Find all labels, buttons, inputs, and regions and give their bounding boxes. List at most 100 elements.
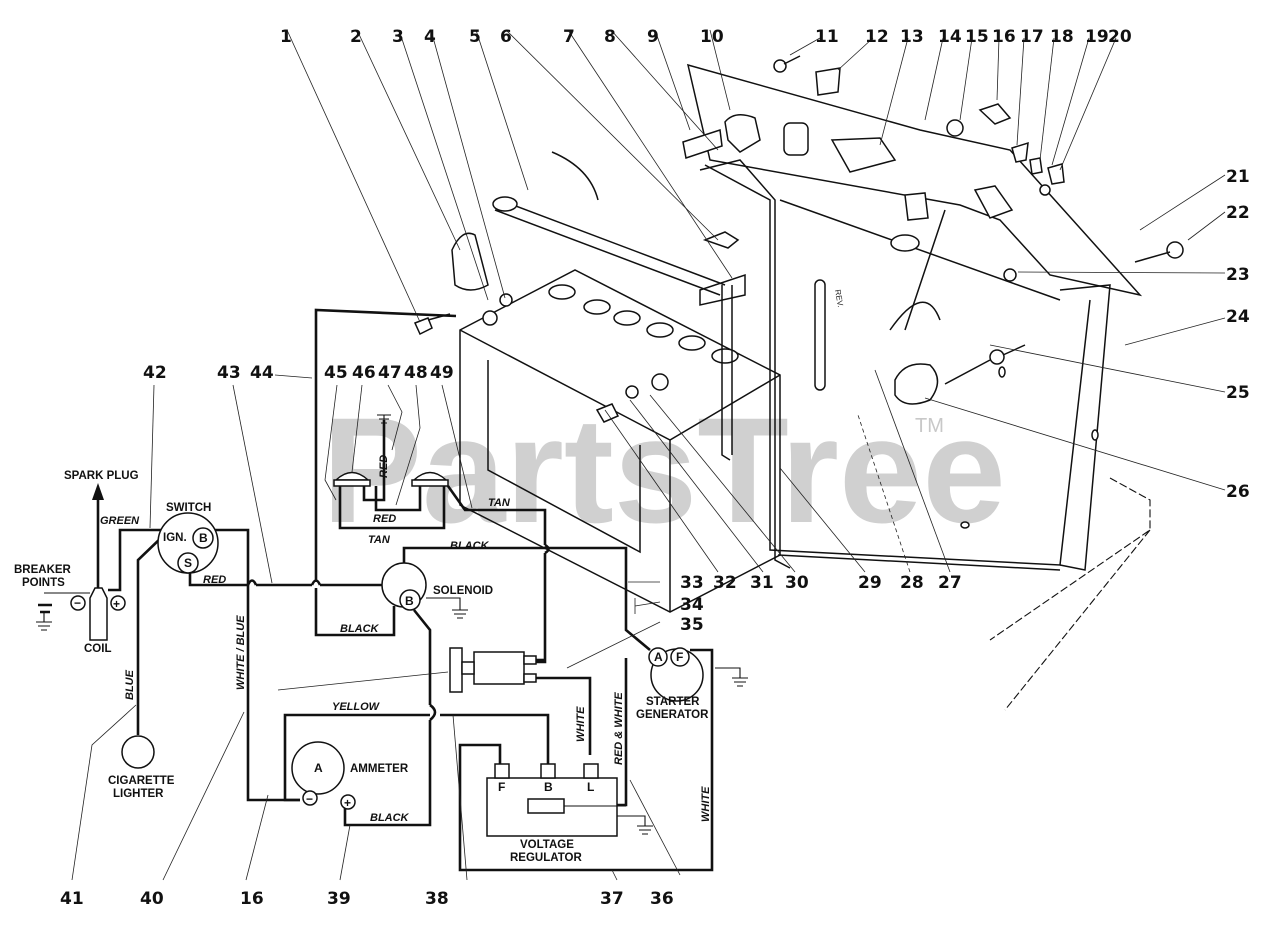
callout-14: 14 xyxy=(938,27,962,47)
callout-22: 22 xyxy=(1226,203,1250,223)
callout-10: 10 xyxy=(700,27,724,47)
callout-42: 42 xyxy=(143,363,167,383)
cigarette-lighter xyxy=(121,735,155,769)
svg-text:REV.: REV. xyxy=(833,289,845,308)
callout-21: 21 xyxy=(1226,167,1250,187)
callout-20: 20 xyxy=(1108,27,1132,47)
callout-2: 2 xyxy=(350,27,362,47)
callout-19: 19 xyxy=(1085,27,1109,47)
callout-16-top: 16 xyxy=(992,27,1016,47)
callout-44: 44 xyxy=(250,363,274,383)
voltage-regulator xyxy=(486,763,618,837)
label-switch-ign: IGN. xyxy=(163,532,187,544)
callout-3: 3 xyxy=(392,27,404,47)
callout-11: 11 xyxy=(815,27,839,47)
callout-1: 1 xyxy=(280,27,292,47)
label-vr-l: L xyxy=(587,780,594,794)
wire-label-black-top: BLACK xyxy=(450,540,490,552)
dash-panel-assembly: REV. xyxy=(682,55,1184,711)
lamp-right xyxy=(411,471,449,487)
callout-33: 33 xyxy=(680,573,704,593)
label-switch-b: B xyxy=(199,531,208,545)
callout-6: 6 xyxy=(500,27,512,47)
callout-48: 48 xyxy=(404,363,428,383)
terminal-bolt-1 xyxy=(413,313,451,336)
callout-9: 9 xyxy=(647,27,659,47)
callout-43: 43 xyxy=(217,363,241,383)
battery-assembly xyxy=(413,151,781,613)
callout-24: 24 xyxy=(1226,307,1250,327)
label-breaker-points-1: BREAKER xyxy=(14,564,72,576)
wire-labels: GREEN RED BLUE WHITE / BLUE RED RED TAN … xyxy=(100,455,712,824)
callout-34: 34 xyxy=(680,595,704,615)
starter-generator xyxy=(648,647,704,702)
label-spark-plug: SPARK PLUG xyxy=(64,470,139,482)
label-vr-f: F xyxy=(498,780,505,794)
callout-16: 16 xyxy=(240,889,264,909)
ignition-coil xyxy=(89,587,108,641)
label-ammeter: AMMETER xyxy=(350,763,409,775)
callout-30: 30 xyxy=(785,573,809,593)
wire-label-red-lamp: RED xyxy=(373,513,396,525)
label-ammeter-minus: − xyxy=(306,792,313,806)
label-ammeter-a: A xyxy=(314,761,323,775)
callout-49: 49 xyxy=(430,363,454,383)
label-coil-plus: + xyxy=(113,597,120,611)
label-vr-2: REGULATOR xyxy=(510,852,582,864)
callout-13: 13 xyxy=(900,27,924,47)
label-coil-minus: − xyxy=(74,596,81,610)
callout-28: 28 xyxy=(900,573,924,593)
callout-47: 47 xyxy=(378,363,402,383)
callout-5: 5 xyxy=(469,27,481,47)
ammeter xyxy=(291,741,345,795)
label-vr-b: B xyxy=(544,780,553,794)
ignition-key xyxy=(773,55,801,73)
label-solenoid: SOLENOID xyxy=(433,585,493,597)
wire-label-blue: BLUE xyxy=(124,669,136,700)
callout-numbers: 1 2 3 4 5 6 7 8 9 10 11 12 13 14 15 16 1… xyxy=(60,27,1250,909)
wire-label-yellow: YELLOW xyxy=(332,701,381,713)
wire-label-black-ammeter: BLACK xyxy=(370,812,410,824)
watermark-text: PartsTree xyxy=(322,386,1006,554)
label-cigarette-2: LIGHTER xyxy=(113,788,164,800)
callout-38: 38 xyxy=(425,889,449,909)
battery-caps xyxy=(548,284,739,364)
label-switch-s: S xyxy=(184,556,192,570)
leader-lines xyxy=(71,29,1226,881)
wiring-schematic xyxy=(36,308,748,872)
callout-8: 8 xyxy=(604,27,616,47)
connector-16 xyxy=(449,647,537,693)
wire-label-tan-right: TAN xyxy=(488,497,511,509)
callout-23: 23 xyxy=(1226,265,1250,285)
callout-39: 39 xyxy=(327,889,351,909)
wire-label-red-vertical: RED xyxy=(378,455,390,478)
callout-18: 18 xyxy=(1050,27,1074,47)
label-sg-a: A xyxy=(654,650,663,664)
callout-46: 46 xyxy=(352,363,376,383)
callout-40: 40 xyxy=(140,889,164,909)
callout-15: 15 xyxy=(965,27,989,47)
component-labels: SPARK PLUG SWITCH IGN. B S BREAKER POINT… xyxy=(14,470,709,864)
callout-12: 12 xyxy=(865,27,889,47)
callout-37: 37 xyxy=(600,889,624,909)
wire-label-green: GREEN xyxy=(100,515,140,527)
callout-17: 17 xyxy=(1020,27,1044,47)
wire-label-white-right: WHITE xyxy=(700,786,712,822)
wire-label-white-reg: WHITE xyxy=(575,706,587,742)
callout-25: 25 xyxy=(1226,383,1250,403)
callout-7: 7 xyxy=(563,27,575,47)
label-starter-2: GENERATOR xyxy=(636,709,709,721)
ignition-switch xyxy=(157,512,219,574)
wire-label-red-white: RED & WHITE xyxy=(613,692,625,765)
callout-36: 36 xyxy=(650,889,674,909)
lamp-left xyxy=(333,471,371,487)
wire-label-white-blue: WHITE / BLUE xyxy=(235,615,247,690)
callout-27: 27 xyxy=(938,573,962,593)
solenoid xyxy=(381,562,427,611)
callout-35: 35 xyxy=(680,615,704,635)
label-switch: SWITCH xyxy=(166,502,211,514)
label-breaker-points-2: POINTS xyxy=(22,577,65,589)
callout-41: 41 xyxy=(60,889,84,909)
label-ammeter-plus: + xyxy=(344,796,351,810)
